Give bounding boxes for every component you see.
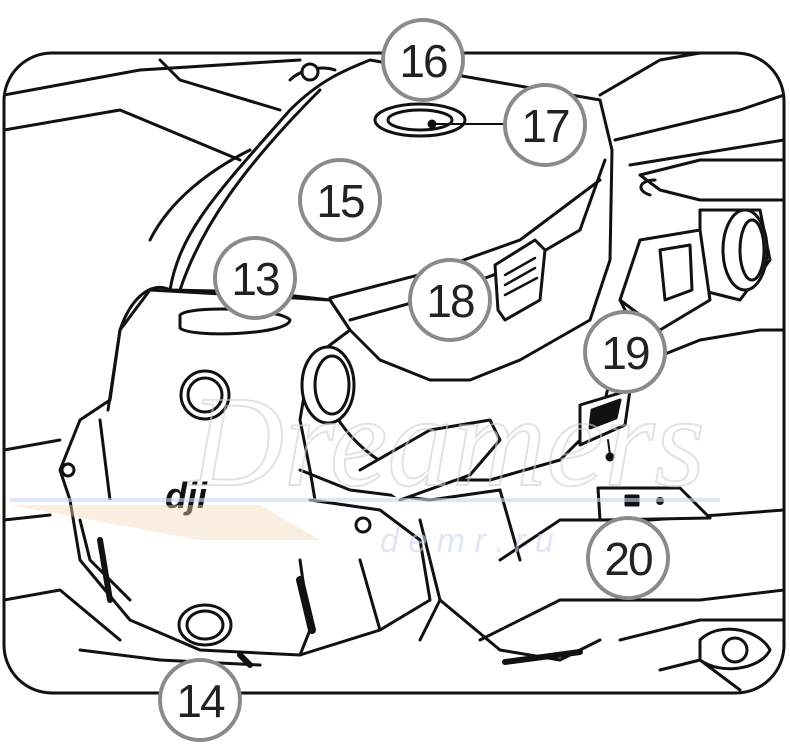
svg-text:14: 14 xyxy=(176,675,225,727)
front-lower-body xyxy=(68,498,432,657)
svg-text:17: 17 xyxy=(521,100,569,152)
right-arm-upper xyxy=(613,93,784,142)
svg-text:16: 16 xyxy=(399,35,447,87)
svg-text:15: 15 xyxy=(316,175,364,227)
watermark: Dreamers d e m r . r u xyxy=(10,369,720,560)
dji-logo: dji xyxy=(165,475,208,516)
callout-18: 18 xyxy=(408,258,492,342)
svg-text:20: 20 xyxy=(604,533,652,585)
watermark-sub: d e m r . r u xyxy=(380,522,554,560)
rear-arm-lower xyxy=(4,108,242,162)
side-handle xyxy=(358,418,502,502)
callout-14: 14 xyxy=(158,658,242,742)
callout-17: 17 xyxy=(503,83,587,167)
svg-text:19: 19 xyxy=(601,327,649,379)
svg-text:13: 13 xyxy=(231,253,279,305)
svg-text:18: 18 xyxy=(426,275,474,327)
callouts: 13 14 15 16 17 18 19 20 xyxy=(158,18,670,742)
callout-13: 13 xyxy=(213,236,297,320)
callout-19: 19 xyxy=(583,310,667,394)
rear-arm-line xyxy=(4,58,302,97)
right-arm xyxy=(638,158,784,202)
callout-20: 20 xyxy=(586,516,670,600)
callout-15: 15 xyxy=(298,158,382,242)
callout-16: 16 xyxy=(381,18,465,102)
